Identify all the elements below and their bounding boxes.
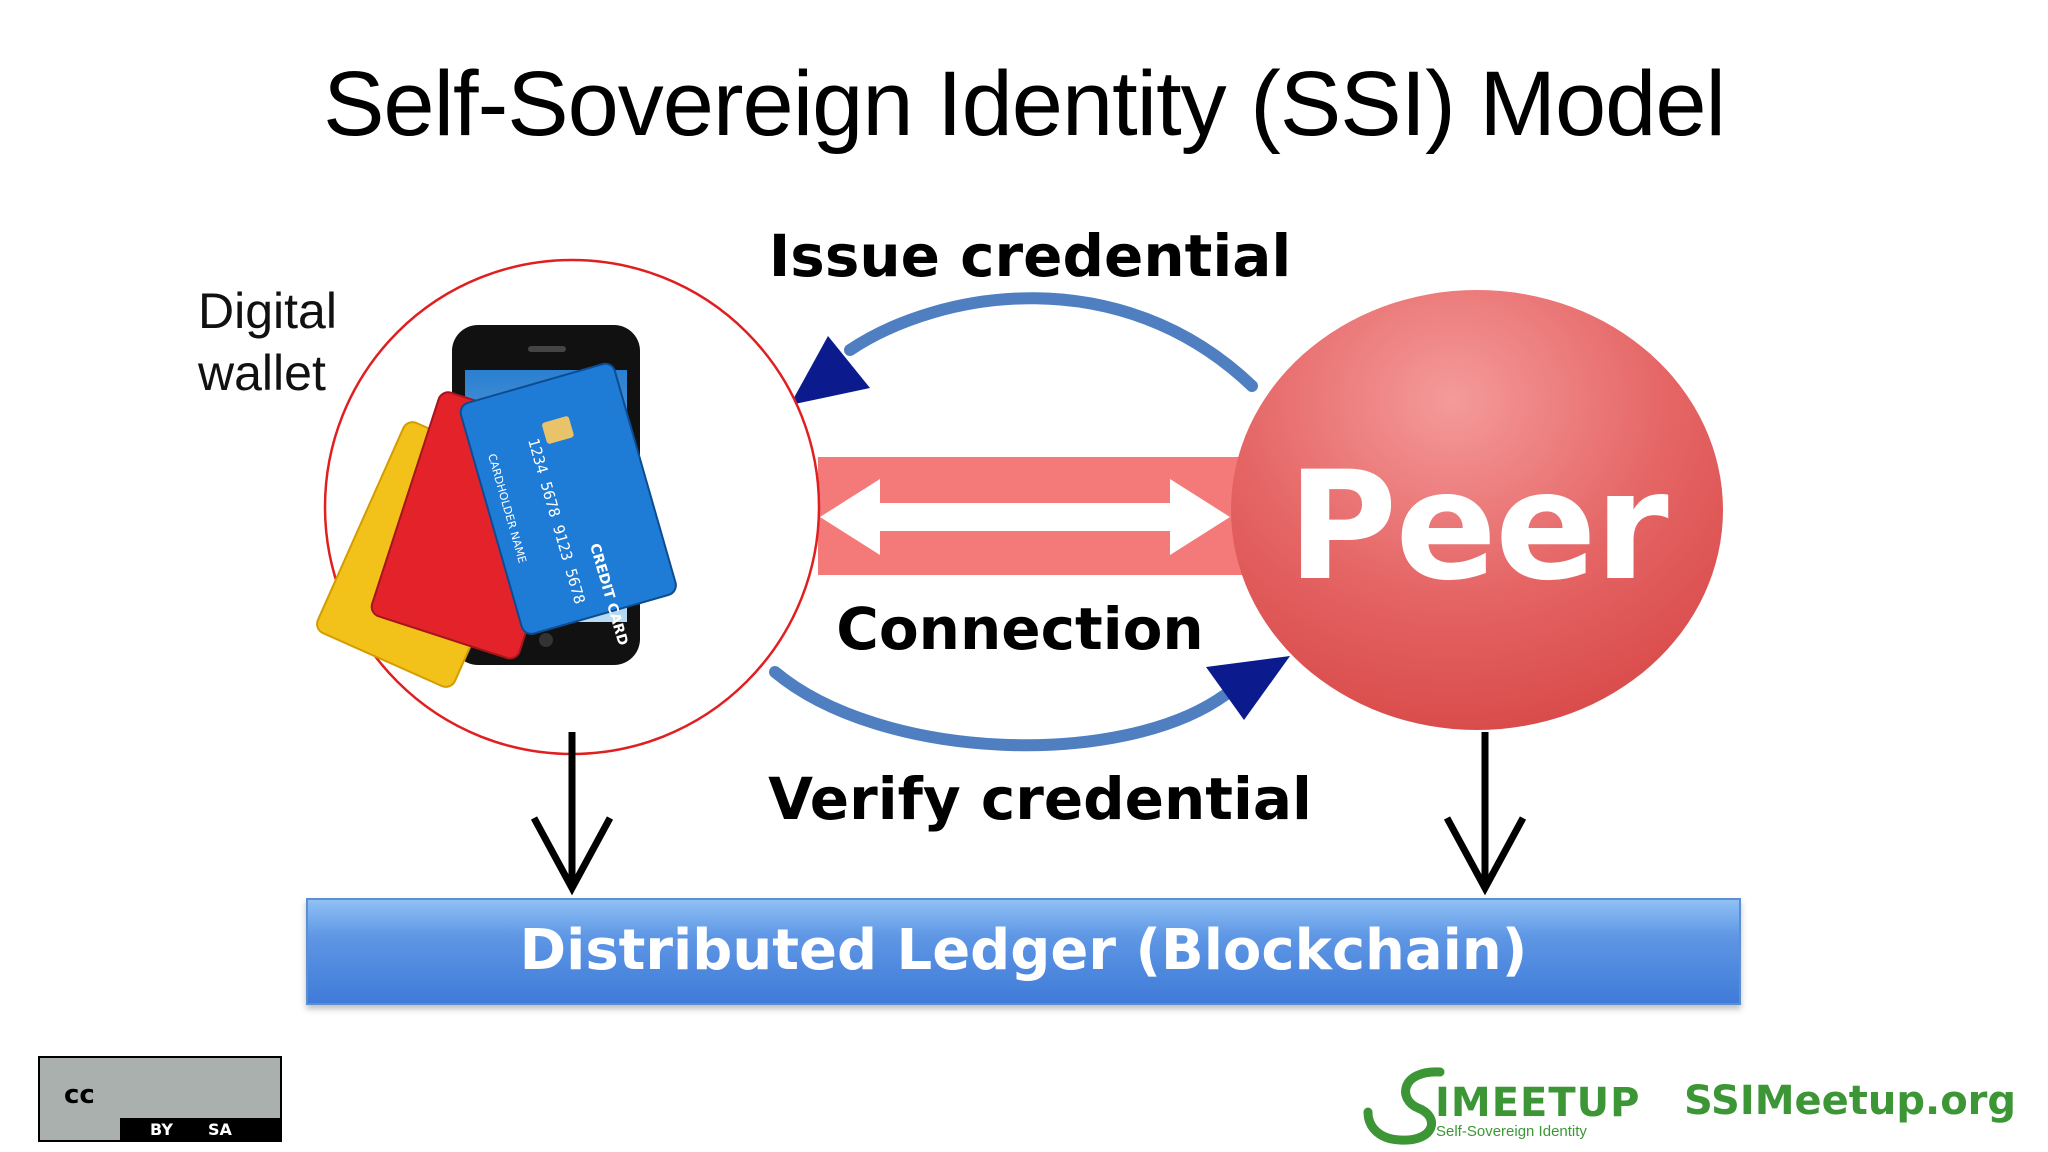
connection-label: Connection — [836, 595, 1204, 663]
issue-credential-arc — [844, 292, 1258, 392]
issue-credential-label: Issue credential — [768, 222, 1292, 290]
wallet-label-line1: Digital — [198, 283, 337, 339]
ledger-label: Distributed Ledger (Blockchain) — [519, 918, 1528, 983]
site-url-link[interactable]: SSIMeetup.org — [1684, 1078, 2017, 1124]
connection-double-arrow — [820, 479, 1230, 555]
phone-wallet-icon: CARDHOLDER NAME 1234 5678 9123 5678 CRED… — [316, 325, 677, 688]
peer-label: Peer — [1287, 440, 1668, 614]
digital-wallet-label: Digital wallet — [198, 280, 337, 404]
sa-label: SA — [208, 1120, 232, 1139]
cc-text: cc — [64, 1080, 95, 1110]
cc-strip: BY SA — [120, 1118, 280, 1140]
cc-license-badge[interactable]: cc BY SA — [38, 1056, 282, 1142]
ssi-meetup-tagline: Self-Sovereign Identity — [1436, 1123, 1587, 1140]
verify-arrowhead — [1206, 656, 1290, 720]
verify-credential-label: Verify credential — [768, 765, 1312, 833]
by-label: BY — [150, 1120, 173, 1139]
distributed-ledger-box: Distributed Ledger (Blockchain) — [306, 898, 1741, 1005]
ssi-meetup-logo-icon — [1363, 1067, 1445, 1145]
wallet-label-line2: wallet — [198, 345, 326, 401]
issue-arrowhead — [790, 336, 870, 405]
peer-to-ledger-arrow — [1443, 732, 1527, 896]
page-title: Self-Sovereign Identity (SSI) Model — [323, 53, 1726, 155]
verify-credential-arc — [769, 666, 1231, 752]
peer-circle — [1231, 290, 1723, 730]
wallet-to-ledger-arrow — [530, 732, 614, 896]
ssi-meetup-wordmark: IMEETUP — [1435, 1080, 1641, 1126]
